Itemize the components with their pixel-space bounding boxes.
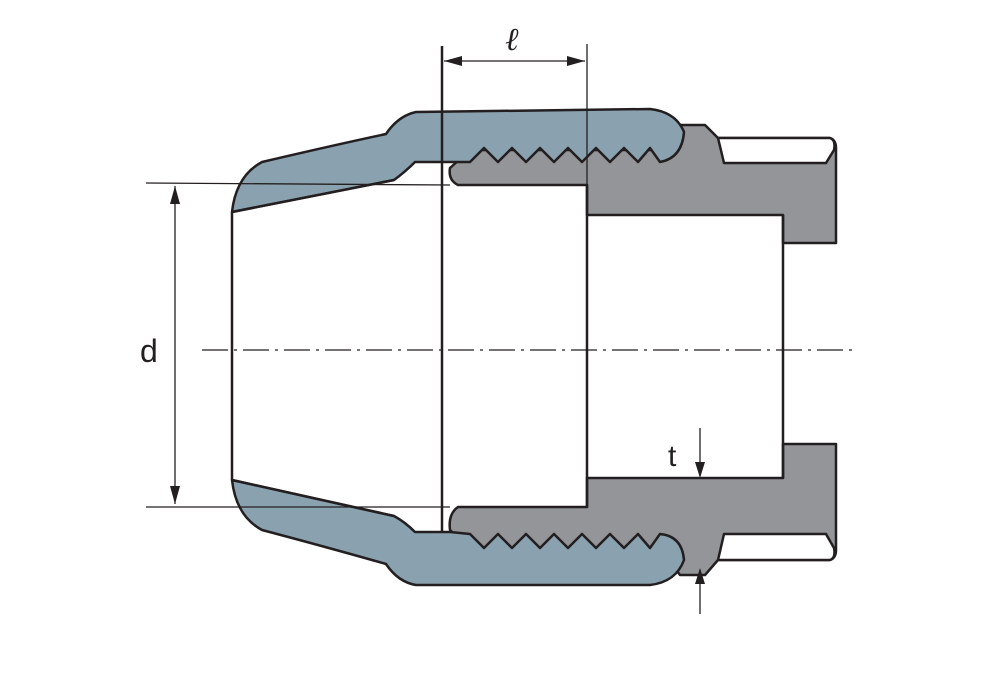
diameter-arrow-bottom [170, 486, 180, 504]
diameter-arrow-top [170, 186, 180, 204]
length-arrow-right [567, 56, 585, 66]
thickness-arrow-bottom [695, 568, 705, 584]
thickness-label: t [668, 440, 677, 473]
length-label: ℓ [505, 21, 519, 57]
pipe-bore-outline [230, 46, 785, 532]
socket-ring-lower [716, 532, 836, 562]
length-arrow-left [444, 56, 462, 66]
socket-ring-upper [716, 136, 836, 165]
diameter-label: d [140, 333, 158, 369]
compression-nut-upper [230, 107, 686, 214]
thickness-arrow-top [695, 462, 705, 478]
diameter-extension-top [145, 182, 451, 186]
